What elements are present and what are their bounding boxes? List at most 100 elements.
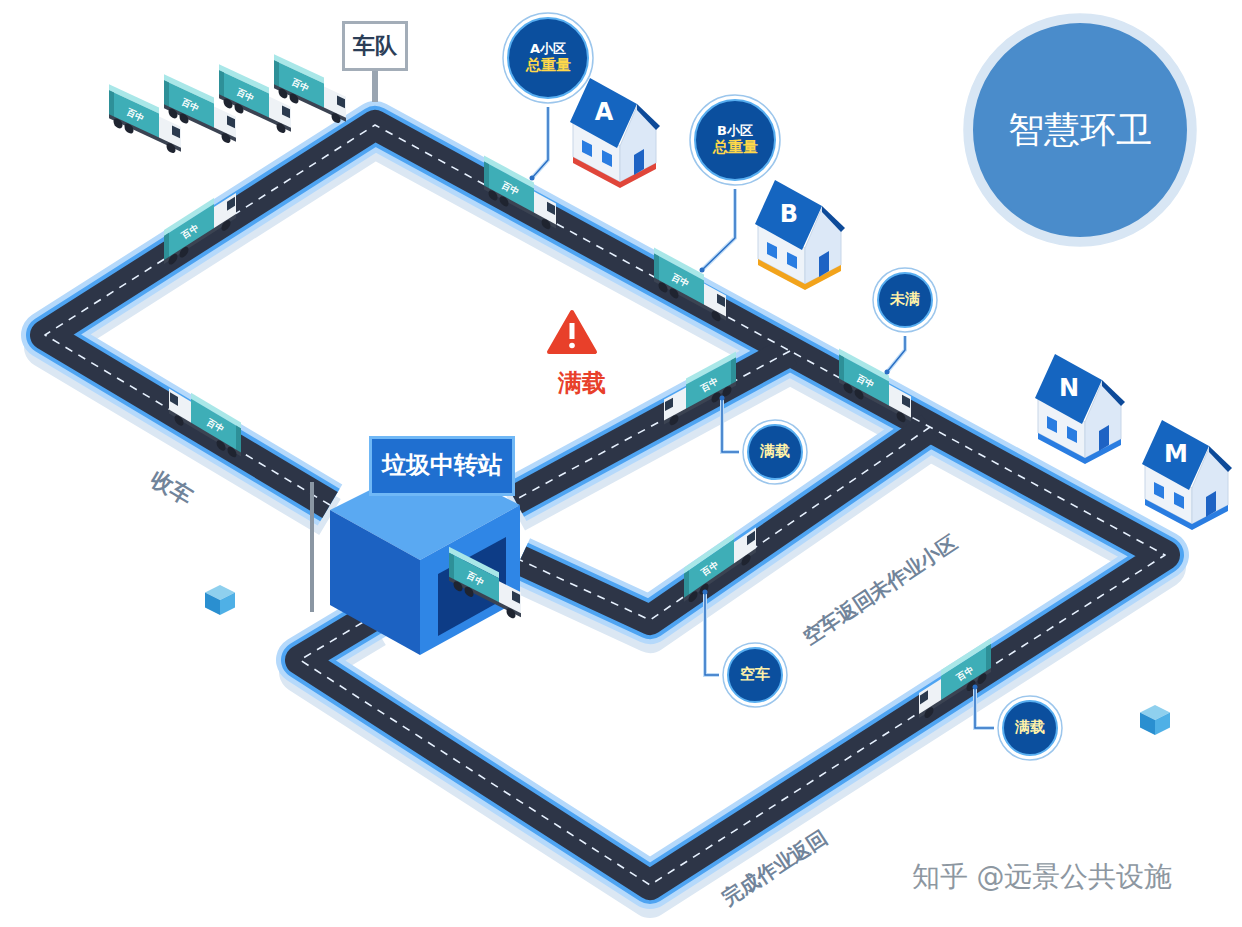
- warning-triangle: [549, 312, 595, 352]
- truck-body: [941, 644, 991, 701]
- decor-cube: [205, 585, 235, 615]
- node-text-group: 满载: [760, 443, 790, 460]
- truck-body: [449, 553, 499, 603]
- truck-wheel: [500, 194, 509, 208]
- callout-circle: A小区总重量: [502, 12, 594, 104]
- road-network: [45, 125, 1165, 897]
- circle-face: [748, 425, 802, 479]
- house: [755, 180, 845, 290]
- node-text: 智慧环卫: [1008, 109, 1152, 150]
- circle-ring: [723, 643, 787, 707]
- house-window: [1067, 426, 1077, 443]
- cube-left: [1140, 713, 1155, 736]
- truck-wheel: [235, 102, 244, 115]
- warning-dot: [569, 343, 575, 349]
- decor-cube: [1140, 705, 1170, 735]
- node-text: A小区: [530, 42, 566, 57]
- circle-ring: [998, 696, 1062, 760]
- node-text: B小区: [717, 124, 753, 139]
- text-label: M: [1164, 441, 1188, 469]
- road-surface: [515, 351, 790, 500]
- truck-body: [109, 90, 159, 138]
- garbage-truck: [664, 351, 736, 430]
- house: [1142, 420, 1232, 530]
- truck-wheel: [290, 92, 299, 105]
- truck-wheel: [489, 188, 498, 202]
- leader-dot: [703, 590, 708, 595]
- node-text-group: 车队: [353, 33, 397, 58]
- truck-wheel: [277, 122, 286, 135]
- truck-window: [512, 591, 520, 604]
- leader-line: [705, 592, 719, 675]
- truck-wheel: [332, 112, 341, 125]
- truck-rear: [164, 80, 169, 107]
- node-text-group: 智慧环卫: [1008, 109, 1152, 150]
- text-label: A: [595, 99, 614, 127]
- truck-rear: [484, 161, 489, 189]
- house-door: [819, 251, 829, 277]
- circle-ring: [503, 13, 593, 103]
- node-text-group: 未满: [890, 291, 920, 308]
- truck-window: [747, 531, 755, 546]
- truck-body: [839, 354, 889, 406]
- leader-dot: [530, 176, 535, 181]
- truck-wheel: [897, 410, 906, 424]
- truck-body: [164, 80, 214, 128]
- truck-wheel: [180, 245, 189, 260]
- leader-halo: [975, 687, 994, 728]
- house-window: [767, 242, 777, 259]
- truck-rear: [986, 644, 991, 672]
- truck-wheel: [169, 107, 178, 120]
- truck-wheel: [742, 552, 751, 567]
- truck-wheel: [454, 579, 463, 593]
- truck-wheel: [167, 142, 176, 155]
- sign-post: [372, 70, 378, 102]
- warning-bar: [570, 323, 575, 339]
- callout-circle: 未满: [872, 267, 938, 333]
- truck-window: [902, 395, 910, 408]
- circle-ring: [873, 268, 937, 332]
- node-text: 空车: [740, 666, 770, 683]
- truck-rear: [164, 233, 169, 261]
- house-roof-edge: [637, 104, 660, 130]
- house: [570, 78, 660, 188]
- truck-wheel: [175, 413, 184, 427]
- node-text: 总重量: [526, 57, 571, 74]
- house: [1035, 354, 1125, 464]
- truck-body: [686, 357, 736, 409]
- leader-dot: [973, 685, 978, 690]
- garbage-truck: [684, 518, 756, 607]
- station-left: [330, 510, 420, 655]
- house-door: [1099, 425, 1109, 451]
- truck-body: [219, 70, 269, 118]
- truck-wheel: [689, 589, 698, 604]
- node-text-group: 满载: [1015, 719, 1045, 736]
- callout-circle: B小区总重量: [689, 94, 781, 186]
- truck-body: [654, 253, 704, 305]
- house-roof: [1035, 354, 1102, 424]
- truck-wheel: [712, 309, 721, 323]
- circle-face: [1003, 701, 1057, 755]
- truck-body: [164, 204, 214, 261]
- truck-window: [282, 106, 290, 119]
- truck-wheel: [125, 122, 134, 135]
- house-door: [634, 149, 644, 175]
- leader-dot: [720, 396, 725, 401]
- truck-rear: [274, 60, 279, 87]
- node-text: 车队: [353, 33, 397, 58]
- circle-face: [508, 18, 588, 98]
- leader-line: [532, 107, 548, 178]
- house-window: [1174, 492, 1184, 509]
- circle-face: [878, 273, 932, 327]
- truck-wheel: [844, 381, 853, 395]
- house-window: [1047, 416, 1057, 433]
- truck-body: [484, 161, 534, 213]
- station-door: [438, 537, 506, 636]
- truck-rear: [654, 253, 659, 281]
- truck-window: [920, 690, 928, 704]
- truck-wheel: [670, 286, 679, 300]
- garbage-truck: [169, 380, 241, 462]
- station-right: [420, 505, 520, 655]
- truck-window: [172, 126, 180, 139]
- truck-rear: [684, 570, 689, 598]
